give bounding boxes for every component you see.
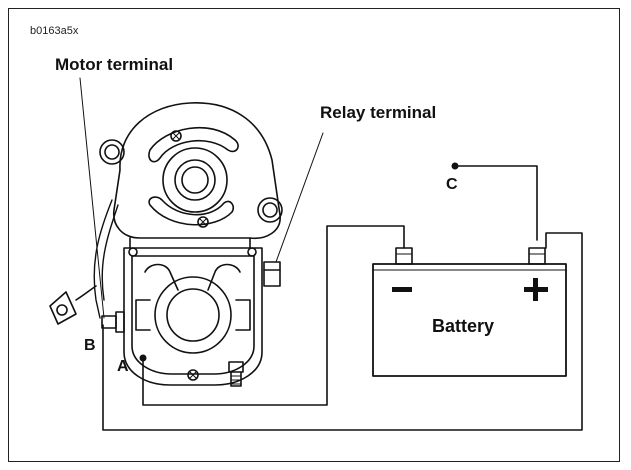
battery-label: Battery bbox=[432, 316, 495, 336]
point-b-label: B bbox=[84, 337, 96, 354]
battery-minus-sign bbox=[392, 287, 412, 292]
relay-terminal-leader bbox=[275, 132, 324, 263]
diagram-frame bbox=[8, 8, 620, 462]
wire-b-to-battery-positive bbox=[102, 232, 583, 431]
battery-case bbox=[372, 247, 567, 377]
motor-cable bbox=[93, 199, 113, 319]
motor-terminal-label: Motor terminal bbox=[55, 55, 174, 74]
starter-motor bbox=[99, 102, 283, 387]
motor-terminal-leader bbox=[79, 77, 105, 319]
point-c-dot bbox=[451, 162, 459, 170]
wire-c-to-battery-positive bbox=[454, 165, 538, 241]
wire-a-to-battery-negative bbox=[142, 225, 405, 406]
battery-negative-post bbox=[395, 247, 413, 265]
battery-positive-post bbox=[528, 247, 546, 265]
battery-plus-sign-v bbox=[533, 278, 538, 301]
figure-code: b0163a5x bbox=[30, 25, 79, 37]
relay-terminal-connector bbox=[263, 261, 281, 287]
point-a-dot bbox=[139, 354, 147, 362]
ring-terminal bbox=[49, 285, 97, 325]
relay-terminal-label: Relay terminal bbox=[320, 103, 437, 122]
point-c-label: C bbox=[446, 176, 458, 193]
point-a-label: A bbox=[117, 358, 129, 375]
